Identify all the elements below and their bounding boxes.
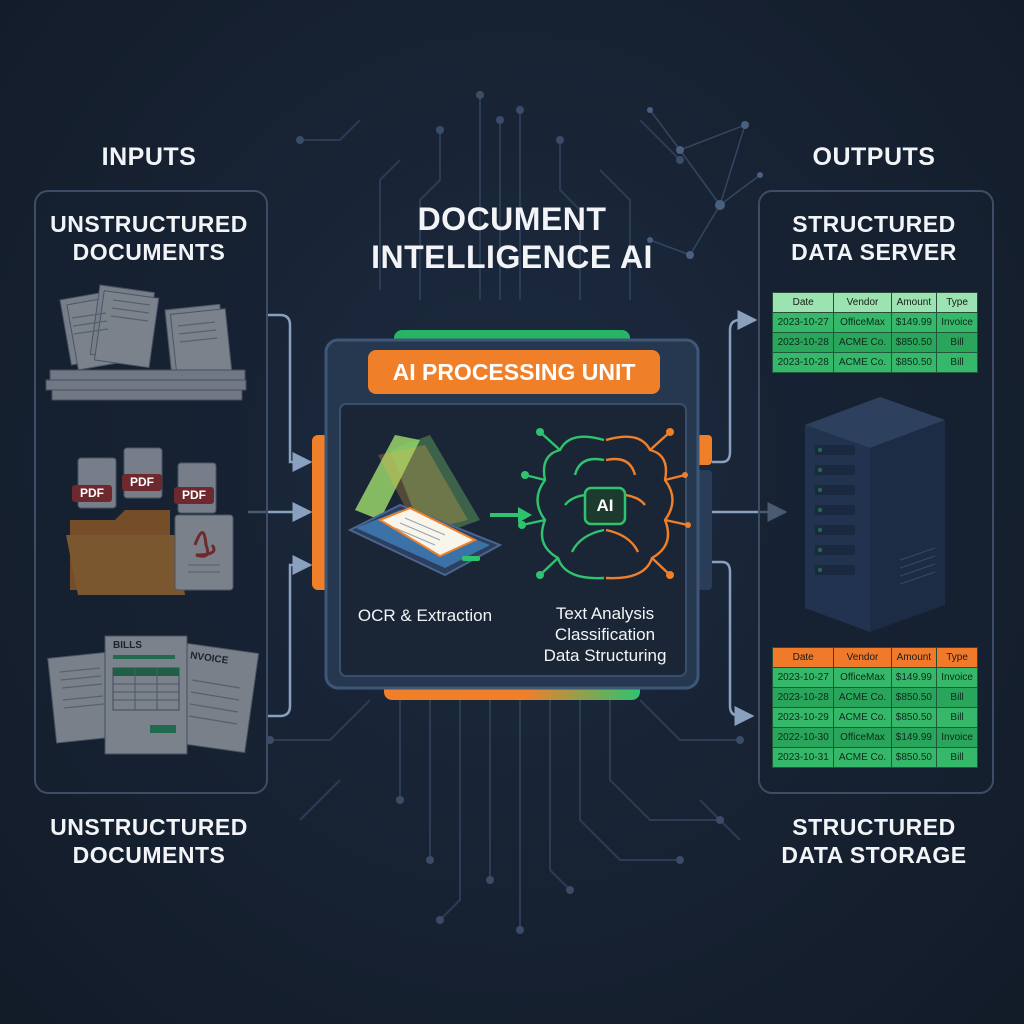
analysis-line-3: Data Structuring bbox=[543, 646, 667, 665]
table-row: 2023-10-29 ACME Co. $850.50 Bill bbox=[771, 707, 978, 728]
table-cell: 2023-10-27 bbox=[771, 667, 835, 688]
outputs-top-label: STRUCTURED DATA SERVER bbox=[758, 210, 990, 266]
table-cell: $149.99 bbox=[890, 727, 938, 748]
column-header: Type bbox=[936, 647, 978, 668]
table-cell: ACME Co. bbox=[833, 747, 892, 768]
table-row: 2023-10-27 OfficeMax $149.99 Invoice bbox=[771, 312, 978, 333]
table-row: 2023-10-28 ACME Co. $850.50 Bill bbox=[771, 687, 978, 708]
outputs-bottom-label-line-2: DATA STORAGE bbox=[781, 842, 967, 868]
table-cell: 2023-10-27 bbox=[771, 312, 835, 333]
column-header: Vendor bbox=[833, 647, 892, 668]
table-cell: 2023-10-28 bbox=[771, 332, 835, 353]
table-cell: Bill bbox=[936, 352, 978, 373]
column-header: Vendor bbox=[833, 292, 892, 313]
table-cell: Bill bbox=[936, 332, 978, 353]
column-header: Date bbox=[771, 292, 835, 313]
table-cell: 2023-10-28 bbox=[771, 352, 835, 373]
table-cell: 2023-10-29 bbox=[771, 707, 835, 728]
outputs-bottom-label: STRUCTURED DATA STORAGE bbox=[758, 813, 990, 869]
table-cell: $850.50 bbox=[890, 707, 938, 728]
pdf-badge-3: PDF bbox=[182, 488, 206, 502]
table-cell: ACME Co. bbox=[833, 352, 892, 373]
table-cell: Invoice bbox=[936, 727, 978, 748]
inputs-top-label-line-2: DOCUMENTS bbox=[72, 239, 226, 265]
title-line-1: DOCUMENT bbox=[417, 201, 607, 237]
ocr-extraction-label: OCR & Extraction bbox=[357, 606, 493, 625]
pdf-badge-1: PDF bbox=[80, 486, 104, 500]
table-cell: $850.50 bbox=[890, 747, 938, 768]
network-graph-nodes bbox=[647, 107, 763, 259]
table-cell: $850.50 bbox=[890, 352, 938, 373]
title-line-2: INTELLIGENCE AI bbox=[371, 239, 653, 275]
storage-table-header: Date Vendor Amount Type bbox=[771, 647, 978, 668]
inputs-panel bbox=[34, 190, 268, 794]
inputs-bottom-label-line-1: UNSTRUCTURED bbox=[50, 814, 248, 840]
inputs-bottom-label-line-2: DOCUMENTS bbox=[72, 842, 226, 868]
table-cell: $850.50 bbox=[890, 687, 938, 708]
outputs-top-label-line-1: STRUCTURED bbox=[792, 211, 956, 237]
table-cell: ACME Co. bbox=[833, 687, 892, 708]
column-header: Date bbox=[771, 647, 835, 668]
inputs-heading: INPUTS bbox=[101, 143, 197, 171]
table-cell: 2023-10-28 bbox=[771, 687, 835, 708]
table-cell: Invoice bbox=[936, 667, 978, 688]
inputs-bottom-label: UNSTRUCTURED DOCUMENTS bbox=[34, 813, 264, 869]
server-data-table: Date Vendor Amount Type 2023-10-27 Offic… bbox=[771, 292, 978, 373]
table-cell: $850.50 bbox=[890, 332, 938, 353]
ai-chip-frame bbox=[583, 486, 627, 526]
server-table-header: Date Vendor Amount Type bbox=[771, 292, 978, 313]
ai-chip-label: AI bbox=[596, 496, 614, 515]
table-cell: Bill bbox=[936, 707, 978, 728]
circuit-nodes bbox=[266, 91, 744, 934]
bills-label: BILLS bbox=[113, 640, 142, 651]
circuit-traces bbox=[270, 95, 741, 930]
inputs-top-label-line-1: UNSTRUCTURED bbox=[50, 211, 248, 237]
table-row: 2023-10-31 ACME Co. $850.50 Bill bbox=[771, 747, 978, 768]
analysis-line-2: Classification bbox=[554, 625, 656, 644]
table-cell: OfficeMax bbox=[833, 312, 892, 333]
scanner-icon bbox=[347, 435, 503, 577]
table-cell: Bill bbox=[936, 687, 978, 708]
table-row: 2023-10-28 ACME Co. $850.50 Bill bbox=[771, 332, 978, 353]
analysis-line-1: Text Analysis bbox=[555, 604, 655, 623]
table-cell: $149.99 bbox=[890, 312, 938, 333]
outputs-bottom-label-line-1: STRUCTURED bbox=[792, 814, 956, 840]
column-header: Type bbox=[936, 292, 978, 313]
table-cell: ACME Co. bbox=[833, 707, 892, 728]
analysis-label: Text Analysis Classification Data Struct… bbox=[520, 603, 690, 666]
table-cell: OfficeMax bbox=[833, 667, 892, 688]
table-cell: Bill bbox=[936, 747, 978, 768]
table-row: 2023-10-27 OfficeMax $149.99 Invoice bbox=[771, 667, 978, 688]
inputs-top-label: UNSTRUCTURED DOCUMENTS bbox=[34, 210, 264, 266]
network-graph bbox=[649, 109, 761, 256]
table-row: 2023-10-28 ACME Co. $850.50 Bill bbox=[771, 352, 978, 373]
outputs-heading: OUTPUTS bbox=[812, 143, 936, 171]
outputs-top-label-line-2: DATA SERVER bbox=[791, 239, 957, 265]
column-header: Amount bbox=[890, 647, 938, 668]
page-title: DOCUMENT INTELLIGENCE AI bbox=[340, 200, 684, 276]
table-cell: $149.99 bbox=[890, 667, 938, 688]
table-cell: 2023-10-31 bbox=[771, 747, 835, 768]
brain-icon bbox=[521, 431, 689, 580]
column-header: Amount bbox=[890, 292, 938, 313]
processing-unit-title: AI PROCESSING UNIT bbox=[368, 350, 660, 394]
table-cell: 2022-10-30 bbox=[771, 727, 835, 748]
brain-nodes bbox=[518, 428, 691, 579]
table-cell: OfficeMax bbox=[833, 727, 892, 748]
storage-data-table: Date Vendor Amount Type 2023-10-27 Offic… bbox=[771, 647, 978, 768]
table-row: 2022-10-30 OfficeMax $149.99 Invoice bbox=[771, 727, 978, 748]
table-cell: Invoice bbox=[936, 312, 978, 333]
pdf-badge-2: PDF bbox=[130, 475, 154, 489]
table-cell: ACME Co. bbox=[833, 332, 892, 353]
